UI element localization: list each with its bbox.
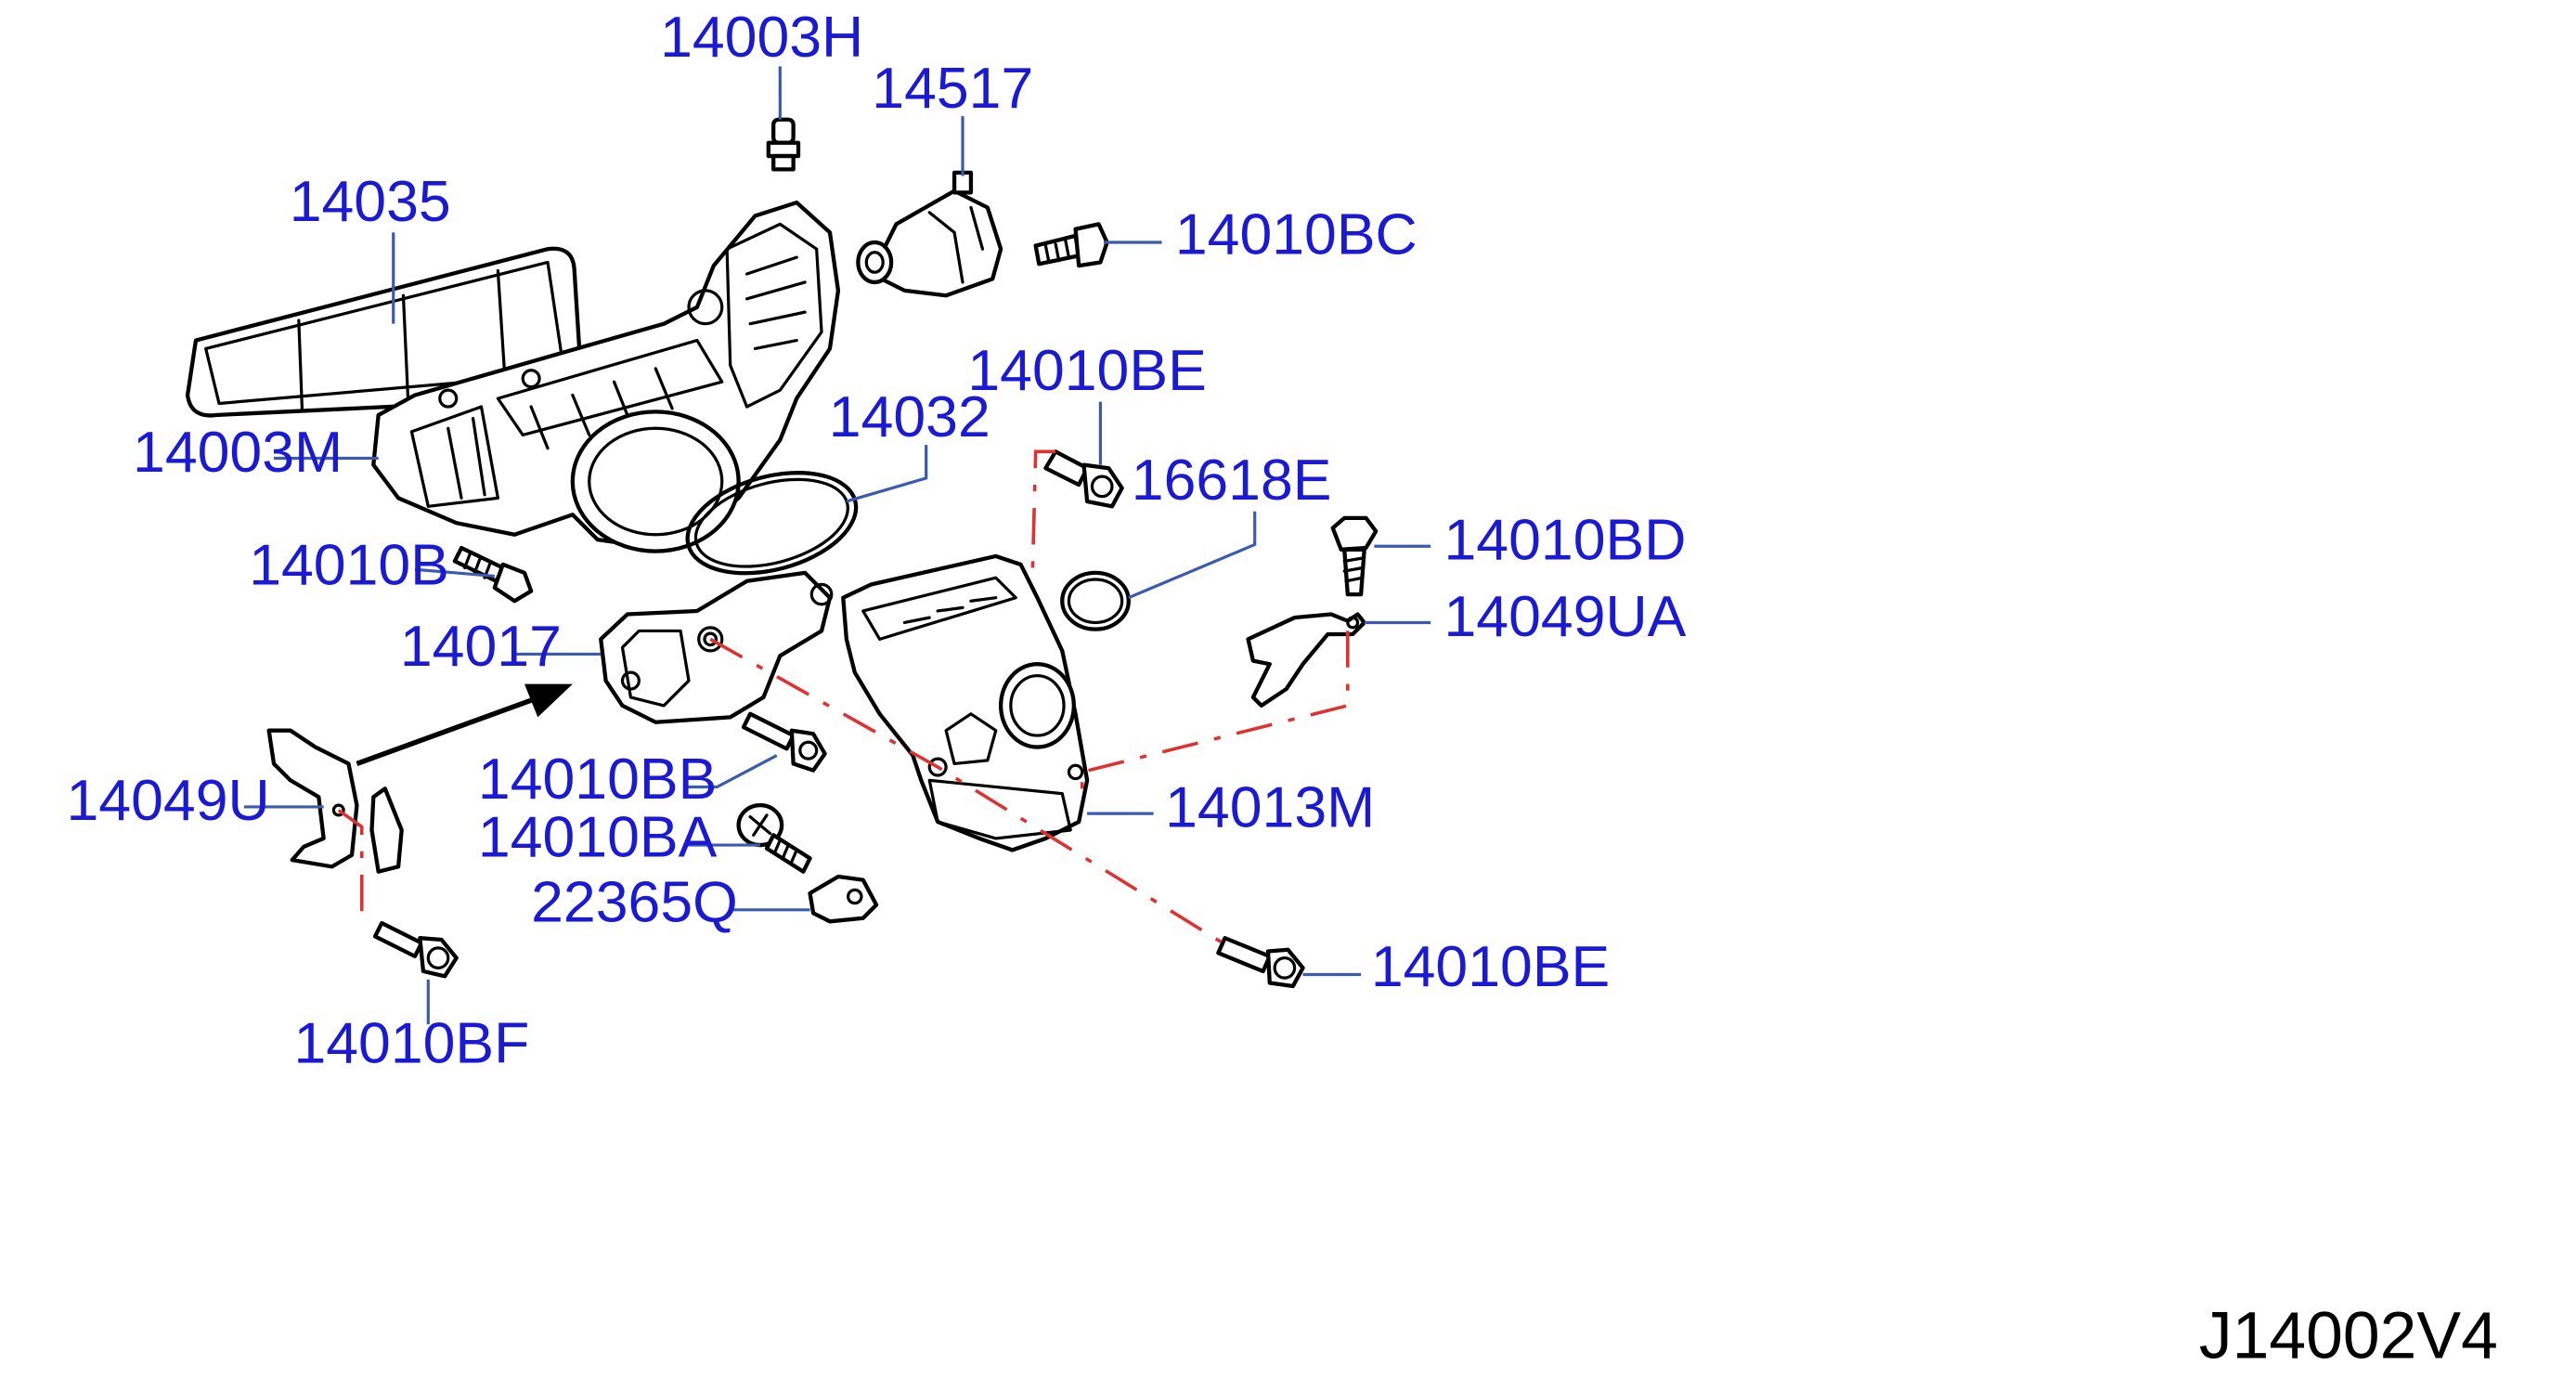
gasket-plate-icon (599, 570, 834, 724)
adapter-housing-icon (841, 553, 1090, 852)
leader-line (683, 754, 778, 789)
direction-arrow (356, 683, 573, 766)
part-label-14049UA[interactable]: 14049UA (1444, 584, 1687, 649)
alignment-line (1030, 449, 1056, 581)
bolt-icon (1043, 449, 1124, 509)
bracket-icon (266, 728, 404, 874)
alignment-line (337, 809, 364, 922)
part-label-14010BA[interactable]: 14010BA (478, 805, 718, 870)
part-label-14010BE-top[interactable]: 14010BE (967, 338, 1206, 403)
part-label-14010BF[interactable]: 14010BF (293, 1010, 529, 1075)
alignment-lines (337, 449, 1350, 948)
bolt-icon (452, 545, 534, 604)
o-ring-icon (1060, 570, 1131, 631)
bolt-icon (1330, 515, 1379, 597)
part-label-16618E[interactable]: 16618E (1132, 448, 1332, 513)
part-label-14010BD[interactable]: 14010BD (1444, 508, 1687, 573)
part-label-14517[interactable]: 14517 (872, 56, 1033, 121)
part-label-14049U[interactable]: 14049U (67, 768, 270, 833)
leader-line (414, 567, 495, 578)
part-label-14013M[interactable]: 14013M (1165, 774, 1375, 839)
sensor-icon (808, 874, 879, 924)
intake-manifold-icon (371, 200, 841, 553)
actuator-icon (856, 170, 1003, 298)
leader-line (1128, 511, 1257, 600)
part-label-14003M[interactable]: 14003M (133, 420, 343, 485)
part-label-14010BC[interactable]: 14010BC (1175, 202, 1417, 267)
part-label-14035[interactable]: 14035 (290, 169, 451, 234)
diagram-code: J14002V4 (2199, 1299, 2498, 1373)
bolt-icon (1033, 222, 1109, 268)
leader-line (846, 445, 928, 503)
bolt-icon (372, 920, 459, 979)
o-ring-icon (685, 471, 859, 576)
part-label-14010BB[interactable]: 14010BB (478, 747, 717, 812)
bracket-icon (1246, 612, 1366, 708)
part-label-14010B[interactable]: 14010B (249, 532, 449, 597)
part-label-14003H[interactable]: 14003H (660, 5, 863, 70)
stud-icon (766, 117, 801, 172)
part-label-22365Q[interactable]: 22365Q (531, 869, 738, 934)
part-label-14032[interactable]: 14032 (829, 384, 990, 449)
alignment-line (709, 637, 1230, 948)
bolt-icon (741, 711, 827, 773)
bolt-icon (1216, 936, 1305, 989)
alignment-line (1080, 630, 1350, 798)
part-labels: 14003H 14517 14035 14010BC 14010BE 14032… (67, 5, 1687, 1075)
screw-icon (736, 803, 812, 874)
part-label-14010BE-bottom[interactable]: 14010BE (1371, 934, 1610, 999)
part-label-14017[interactable]: 14017 (400, 614, 562, 679)
leader-lines (243, 66, 1431, 1025)
